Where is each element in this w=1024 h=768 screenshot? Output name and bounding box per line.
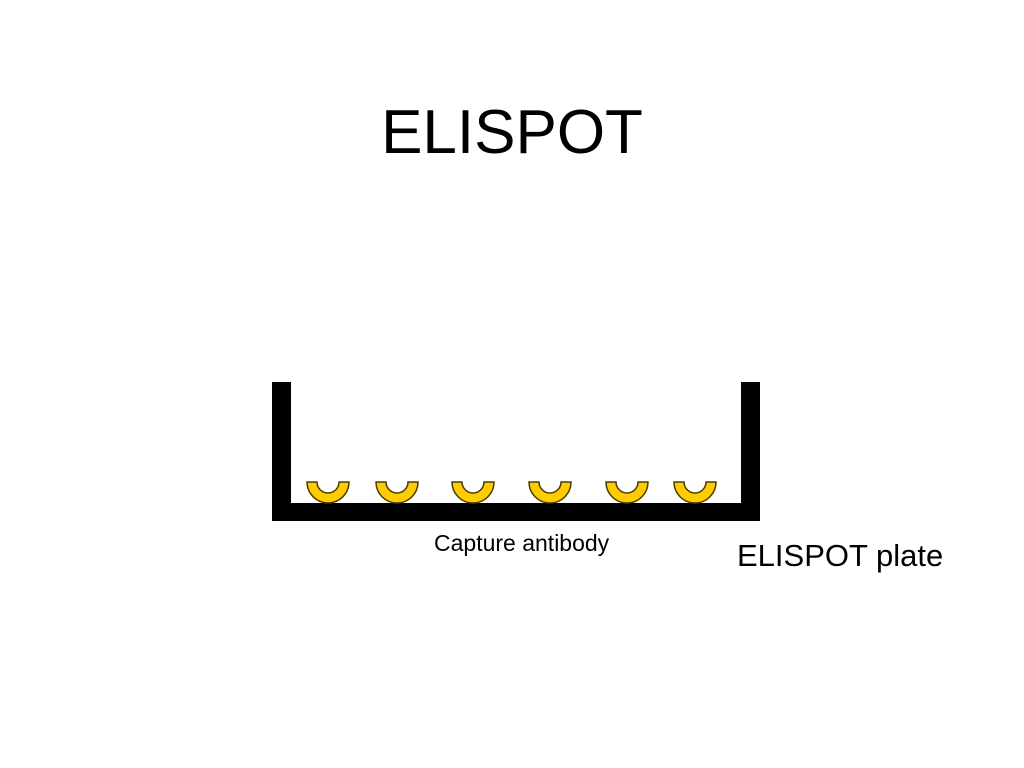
capture-antibody-icon	[528, 481, 572, 504]
capture-antibodies	[306, 481, 717, 504]
capture-antibody-icon	[451, 481, 495, 504]
capture-antibody-icon	[673, 481, 717, 504]
elispot-plate	[272, 382, 760, 521]
slide-title: ELISPOT	[381, 98, 643, 167]
elispot-plate-label: ELISPOT plate	[737, 538, 944, 573]
capture-antibody-icon	[605, 481, 649, 504]
plate-floor	[272, 503, 760, 521]
plate-right-wall	[741, 382, 760, 521]
plate-left-wall	[272, 382, 291, 521]
capture-antibody-icon	[375, 481, 419, 504]
capture-antibody-icon	[306, 481, 350, 504]
capture-antibody-label: Capture antibody	[434, 530, 610, 556]
